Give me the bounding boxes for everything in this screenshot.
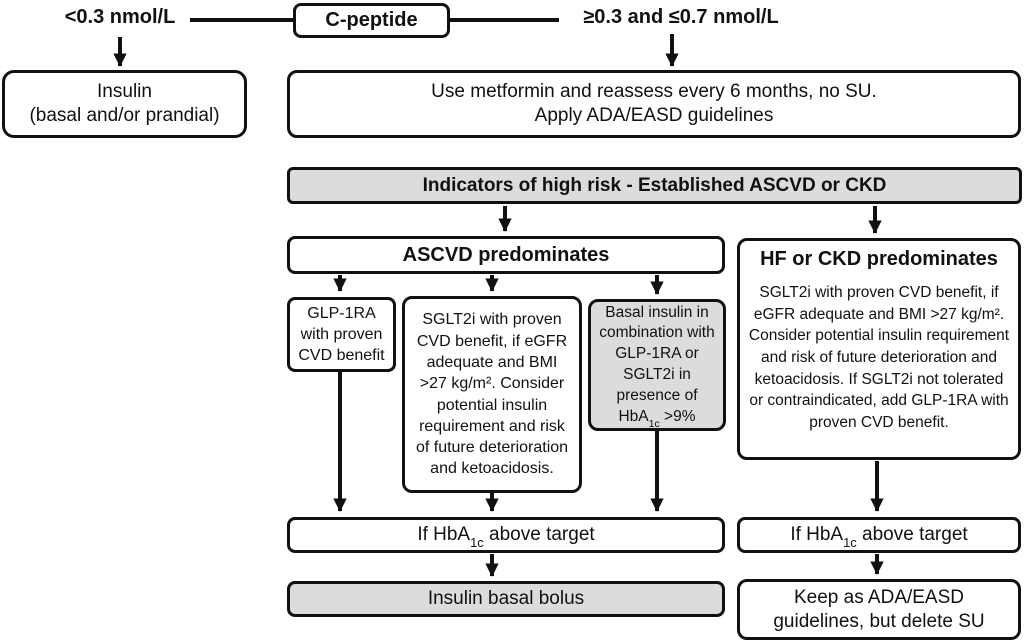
hba1c-target-right-node: If HbA1c above target: [737, 517, 1021, 553]
hba1c-right-pre: If HbA: [790, 524, 844, 546]
cpeptide-label: C-peptide: [325, 9, 418, 31]
high-risk-label: Indicators of high risk - Established AS…: [422, 174, 887, 196]
insulin-line1: Insulin: [97, 81, 152, 103]
high-risk-banner: Indicators of high risk - Established AS…: [287, 167, 1022, 204]
hba1c-right-post: above target: [856, 524, 968, 546]
basal-bolus-label: Insulin basal bolus: [427, 588, 585, 610]
cpeptide-node: C-peptide: [293, 3, 450, 38]
hf-ckd-body: SGLT2i with proven CVD benefit, if eGFR …: [748, 284, 1010, 432]
hba1c-left-pre: If HbA: [417, 524, 471, 546]
hba1c-target-right-label: If HbA1c above target: [790, 523, 968, 550]
metformin-line2: Apply ADA/EASD guidelines: [534, 105, 774, 126]
hba1c-left-post: above target: [483, 524, 595, 546]
hba1c-target-left-label: If HbA1c above target: [417, 523, 595, 550]
basal-combo-post: >9%: [659, 407, 696, 425]
low-cpeptide-label: <0.3 nmol/L: [64, 6, 176, 28]
basal-combo-sub: 1c: [648, 417, 660, 430]
hba1c-left-sub: 1c: [470, 534, 484, 550]
glp1ra-label: GLP-1RA with proven CVD benefit: [298, 304, 385, 365]
hba1c-right-sub: 1c: [843, 534, 857, 550]
basal-combo-label: Basal insulin in combination with GLP-1R…: [597, 303, 717, 430]
keep-ada-node: Keep as ADA/EASD guidelines, but delete …: [737, 579, 1021, 640]
mid-cpeptide-label: ≥0.3 and ≤0.7 nmol/L: [583, 6, 779, 28]
basal-combo-node: Basal insulin in combination with GLP-1R…: [588, 299, 726, 431]
sglt2i-node: SGLT2i with proven CVD benefit, if eGFR …: [402, 296, 582, 493]
basal-combo-pre: Basal insulin in combination with GLP-1R…: [599, 303, 715, 425]
insulin-node: Insulin (basal and/or prandial): [2, 70, 247, 138]
keep-ada-label: Keep as ADA/EASD guidelines, but delete …: [773, 586, 985, 632]
sglt2i-label: SGLT2i with proven CVD benefit, if eGFR …: [415, 311, 569, 478]
ascvd-header-label: ASCVD predominates: [402, 243, 610, 266]
basal-bolus-node: Insulin basal bolus: [287, 581, 725, 617]
metformin-line1: Use metformin and reassess every 6 month…: [431, 81, 877, 103]
insulin-line2: (basal and/or prandial): [29, 105, 220, 126]
hba1c-target-left-node: If HbA1c above target: [287, 517, 725, 553]
ascvd-header-node: ASCVD predominates: [287, 236, 725, 274]
metformin-node: Use metformin and reassess every 6 month…: [287, 70, 1021, 138]
hf-ckd-header: HF or CKD predominates: [760, 248, 998, 270]
hf-ckd-node: HF or CKD predominates SGLT2i with prove…: [737, 238, 1021, 460]
glp1ra-node: GLP-1RA with proven CVD benefit: [287, 297, 396, 372]
